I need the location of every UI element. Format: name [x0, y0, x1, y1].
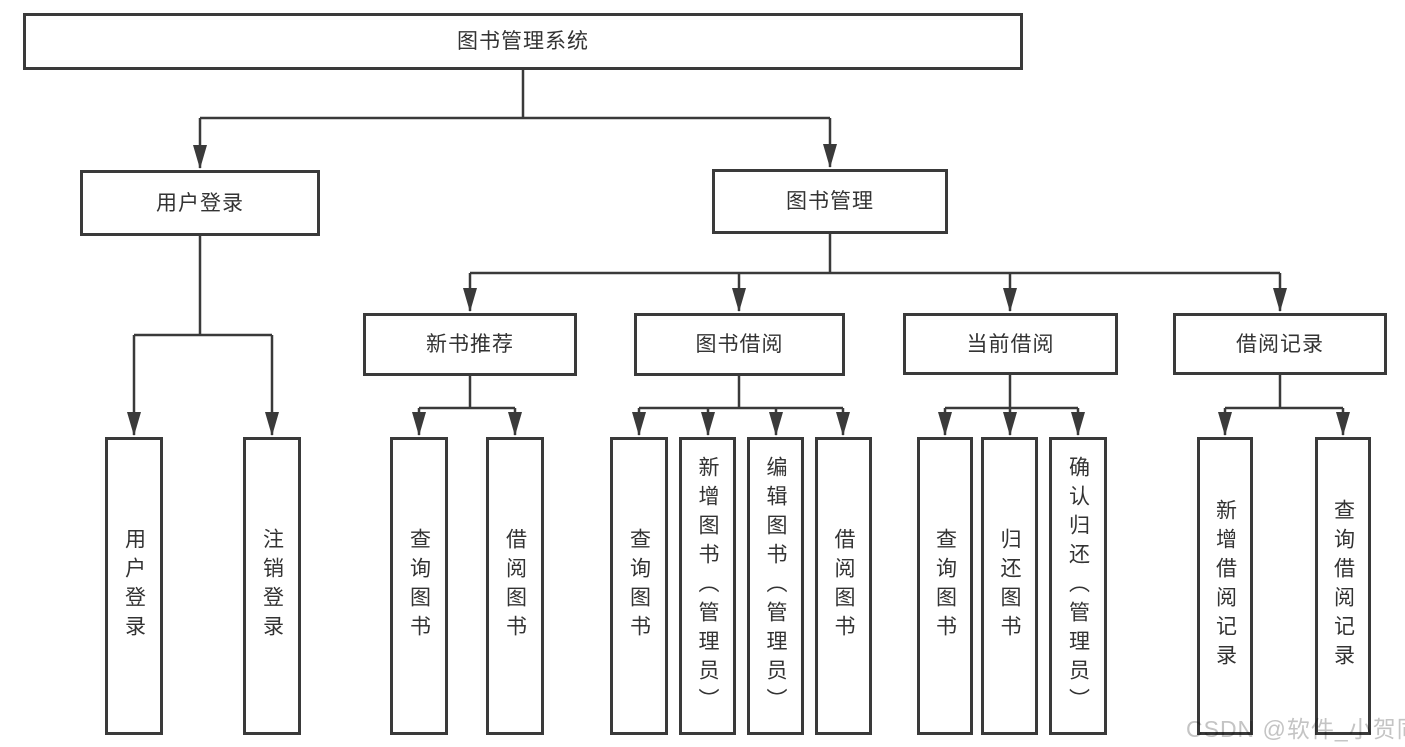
node-library-management-system: 图书管理系统 — [23, 13, 1023, 70]
node-current-borrowing: 当前借阅 — [903, 313, 1118, 375]
leaf-confirm-return-admin: 确认归还（管理员） — [1049, 437, 1107, 735]
leaf-borrow-books: 借阅图书 — [815, 437, 872, 735]
leaf-borrow-query-books: 查询图书 — [610, 437, 668, 735]
leaf-add-books-admin: 新增图书（管理员） — [679, 437, 736, 735]
node-book-borrowing: 图书借阅 — [634, 313, 845, 376]
leaf-return-books: 归还图书 — [981, 437, 1038, 735]
node-book-management: 图书管理 — [712, 169, 948, 234]
leaf-current-query-books: 查询图书 — [917, 437, 973, 735]
leaf-query-borrow-record: 查询借阅记录 — [1315, 437, 1371, 735]
leaf-rec-borrow-books: 借阅图书 — [486, 437, 544, 735]
node-user-login: 用户登录 — [80, 170, 320, 236]
leaf-rec-query-books: 查询图书 — [390, 437, 448, 735]
leaf-edit-books-admin: 编辑图书（管理员） — [747, 437, 804, 735]
leaf-add-borrow-record: 新增借阅记录 — [1197, 437, 1253, 735]
leaf-logout: 注销登录 — [243, 437, 301, 735]
csdn-watermark: CSDN @软件_小贺同学 — [1186, 716, 1405, 742]
node-borrowing-records: 借阅记录 — [1173, 313, 1387, 375]
leaf-user-login: 用户登录 — [105, 437, 163, 735]
node-new-book-recommendation: 新书推荐 — [363, 313, 577, 376]
